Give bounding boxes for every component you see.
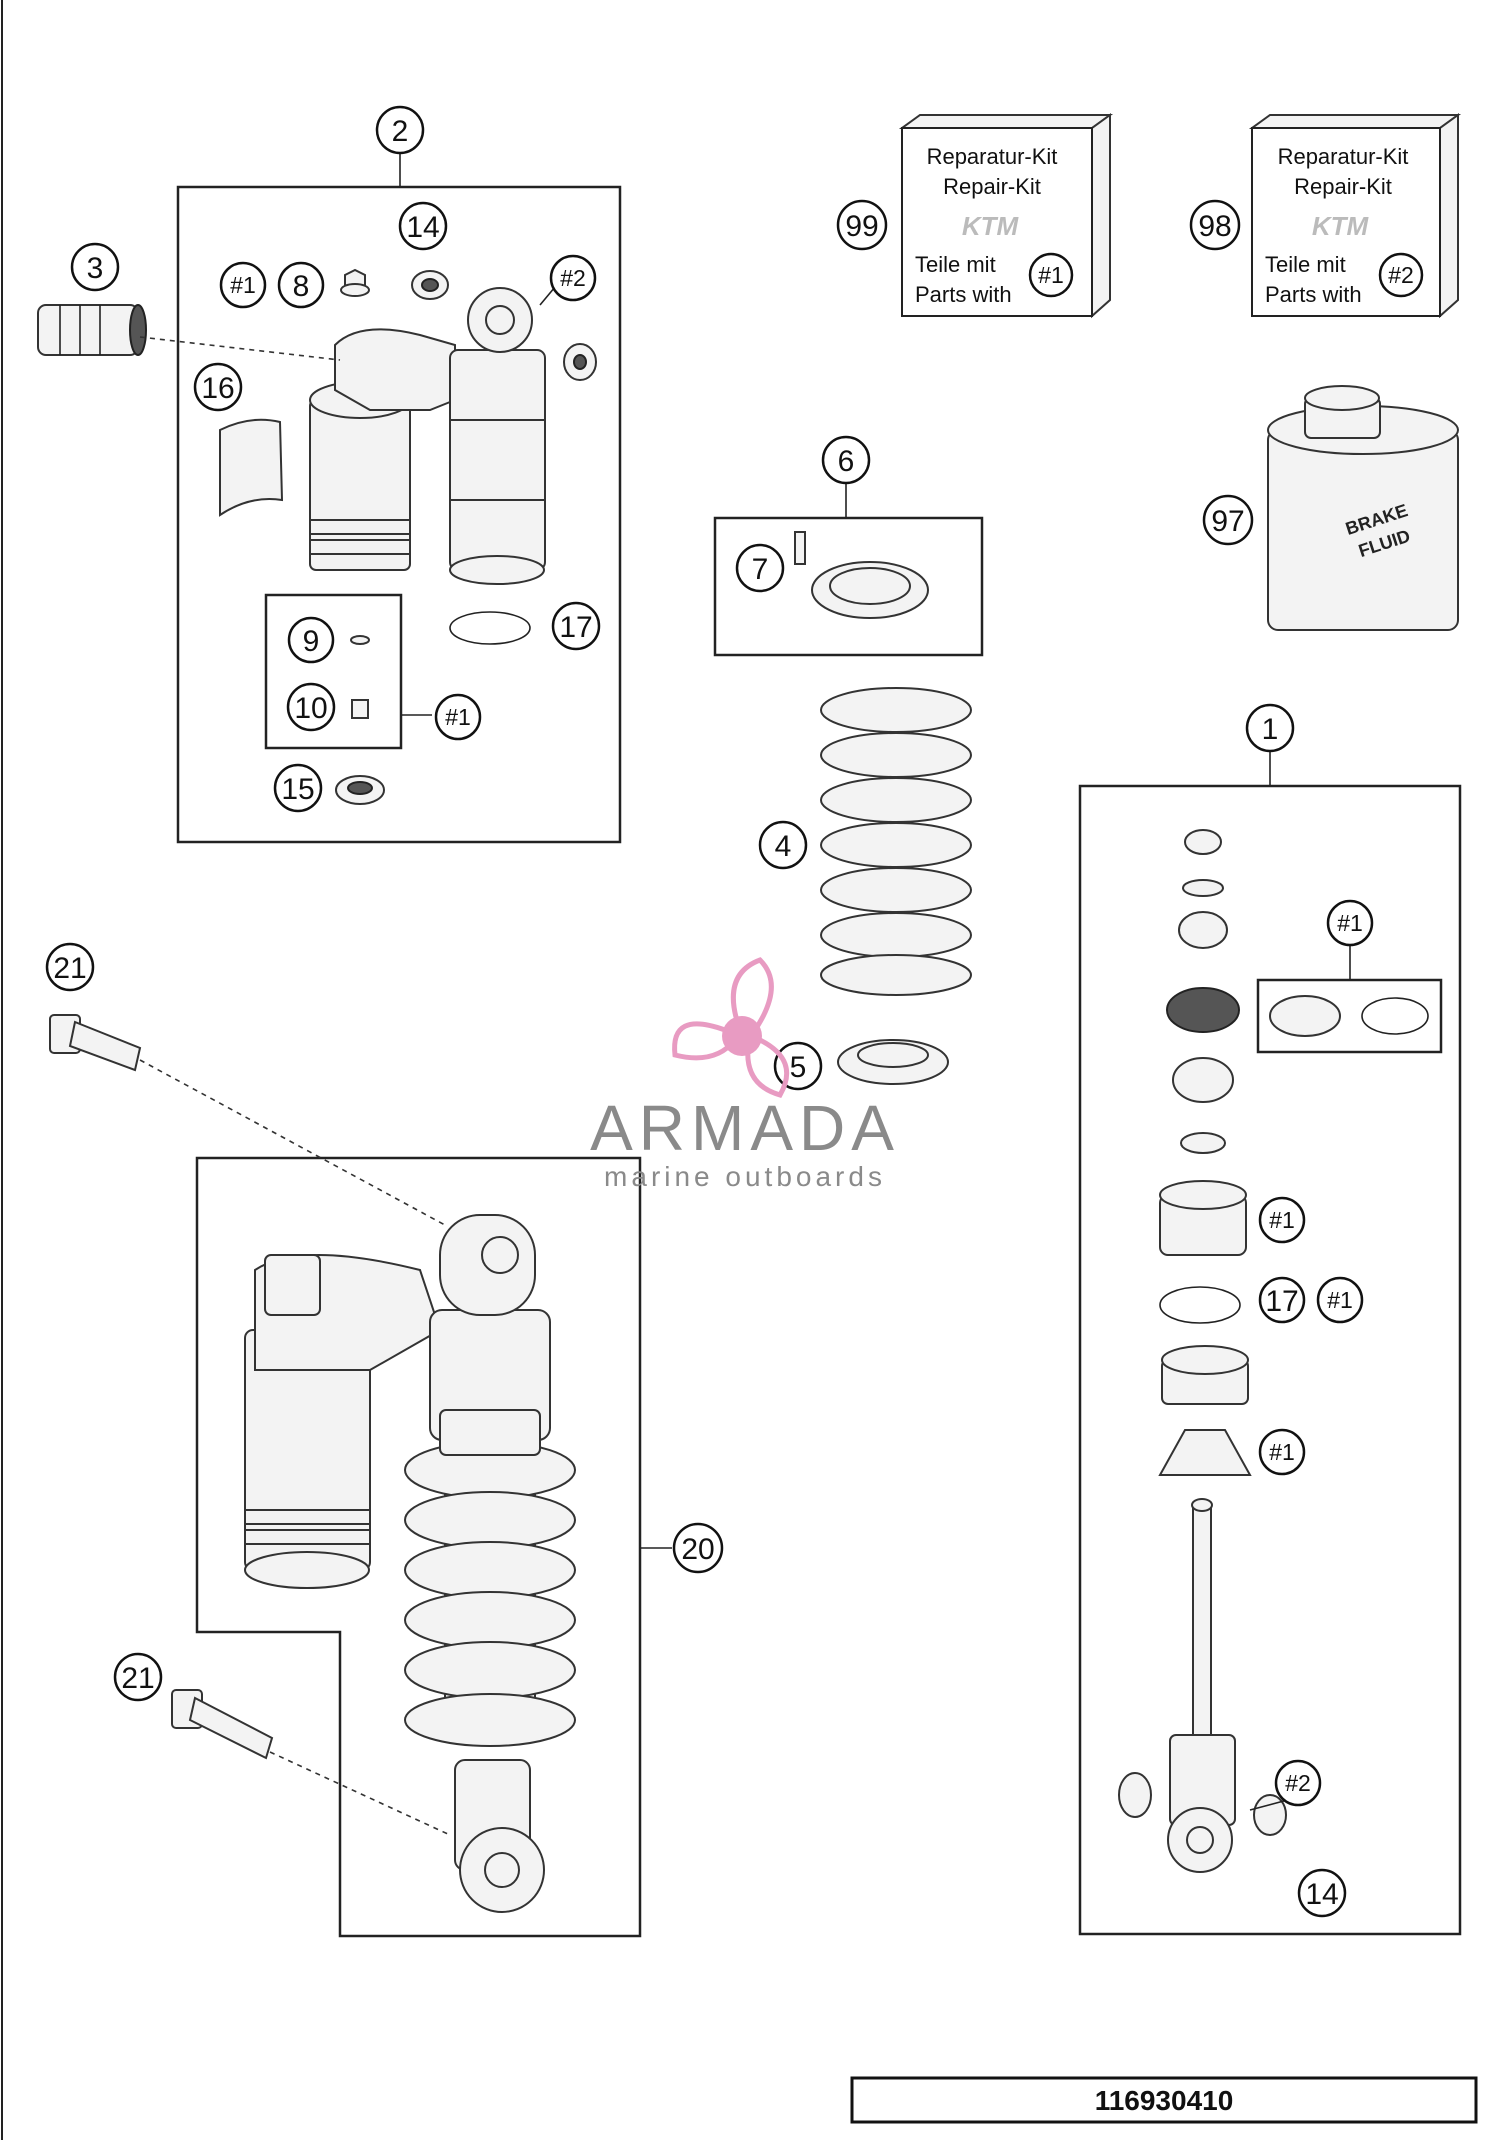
svg-text:Reparatur-Kit: Reparatur-Kit	[927, 144, 1058, 169]
callout-7: 7	[735, 543, 785, 593]
svg-text:#1: #1	[230, 272, 256, 298]
callout-21-bottom: 21	[113, 1652, 163, 1702]
svg-text:6: 6	[838, 445, 855, 478]
svg-text:15: 15	[281, 773, 314, 806]
callout-kit1-g1: #1	[1326, 899, 1374, 947]
part-number: 116930410	[1095, 2085, 1234, 2116]
callout-8: 8	[277, 261, 325, 309]
svg-text:#2: #2	[560, 265, 586, 291]
svg-text:marine outboards: marine outboards	[604, 1161, 886, 1192]
svg-text:KTM: KTM	[962, 211, 1020, 241]
svg-text:#1: #1	[1269, 1207, 1295, 1233]
svg-text:ARMADA: ARMADA	[590, 1092, 900, 1164]
svg-text:21: 21	[53, 952, 86, 985]
callout-14-top: 14	[398, 201, 448, 251]
callout-99: 99	[836, 199, 888, 251]
callout-6: 6	[821, 435, 871, 485]
callout-17-g1: 17	[1258, 1276, 1306, 1324]
svg-text:97: 97	[1211, 505, 1244, 538]
group-1-frame	[1078, 750, 1462, 1936]
part-number-box: 116930410	[850, 2076, 1478, 2124]
callout-kit1: #1	[219, 261, 267, 309]
item-3-adjuster	[37, 304, 341, 361]
svg-text:#1: #1	[1038, 262, 1064, 288]
svg-text:17: 17	[559, 611, 592, 644]
svg-text:20: 20	[681, 1533, 714, 1566]
svg-text:#1: #1	[445, 704, 471, 730]
svg-text:Teile mit: Teile mit	[915, 252, 996, 277]
svg-text:#1: #1	[1269, 1439, 1295, 1465]
svg-text:4: 4	[775, 830, 792, 863]
svg-text:#1: #1	[1327, 1287, 1353, 1313]
callout-14-bottom: 14	[1297, 1868, 1347, 1918]
svg-text:17: 17	[1265, 1285, 1298, 1318]
complete-shock-illustration	[244, 1214, 576, 1913]
callout-2: 2	[375, 105, 425, 155]
brake-fluid-can	[1267, 385, 1459, 631]
svg-text:14: 14	[406, 211, 439, 244]
callout-16: 16	[193, 362, 243, 412]
svg-text:KTM: KTM	[1312, 211, 1370, 241]
callout-1: 1	[1245, 703, 1295, 753]
svg-text:Reparatur-Kit: Reparatur-Kit	[1278, 144, 1409, 169]
group-2-subframe	[264, 593, 403, 750]
armada-watermark: ARMADA marine outboards	[590, 957, 900, 1192]
callout-98: 98	[1189, 199, 1241, 251]
svg-text:16: 16	[201, 372, 234, 405]
repair-kit-98-label: Reparatur-Kit Repair-Kit KTM Teile mit P…	[1265, 144, 1424, 307]
item-5-spring-seat	[837, 1039, 949, 1085]
bolt-lower-21	[171, 1689, 451, 1836]
svg-text:99: 99	[845, 210, 878, 243]
svg-text:9: 9	[303, 625, 320, 658]
repair-kit-99-box	[898, 113, 1114, 319]
callout-kit2-top: #2	[549, 254, 597, 302]
svg-text:Repair-Kit: Repair-Kit	[1294, 174, 1392, 199]
callout-17-top: 17	[551, 601, 601, 651]
callout-10: 10	[286, 682, 336, 732]
svg-text:10: 10	[294, 692, 327, 725]
callout-kit1-sub: #1	[434, 693, 482, 741]
svg-text:7: 7	[752, 553, 769, 586]
callout-4: 4	[758, 820, 808, 870]
callout-kit2-eye: #2	[1274, 1759, 1322, 1807]
svg-text:Parts with: Parts with	[915, 282, 1012, 307]
svg-text:21: 21	[121, 1662, 154, 1695]
callout-15: 15	[273, 763, 323, 813]
reservoir-head-illustration	[309, 287, 546, 585]
propeller-logo-icon	[672, 957, 790, 1098]
group-1-valve-stack	[1118, 829, 1287, 1873]
callout-20: 20	[672, 1522, 724, 1574]
group-2-small-parts	[219, 268, 597, 805]
svg-text:#2: #2	[1285, 1770, 1311, 1796]
callout-kit1-piston: #1	[1258, 1196, 1306, 1244]
callout-3: 3	[70, 242, 120, 292]
bolt-upper-21	[49, 1014, 446, 1226]
svg-text:2: 2	[392, 115, 409, 148]
svg-text:#2: #2	[1388, 262, 1414, 288]
group-6-frame	[713, 483, 984, 657]
callout-kit1-17: #1	[1316, 1276, 1364, 1324]
svg-text:Teile mit: Teile mit	[1265, 252, 1346, 277]
callout-9: 9	[287, 616, 335, 664]
svg-text:Repair-Kit: Repair-Kit	[943, 174, 1041, 199]
svg-text:14: 14	[1305, 1878, 1338, 1911]
svg-text:#1: #1	[1337, 910, 1363, 936]
callout-21-top: 21	[45, 942, 95, 992]
svg-text:1: 1	[1262, 713, 1279, 746]
group-2-frame	[176, 153, 622, 844]
callout-kit1-bumper: #1	[1258, 1428, 1306, 1476]
svg-text:3: 3	[87, 252, 104, 285]
item-4-spring	[820, 687, 972, 996]
svg-text:98: 98	[1198, 210, 1231, 243]
callout-97: 97	[1202, 494, 1254, 546]
callout-5: 5	[773, 1041, 823, 1091]
svg-text:Parts with: Parts with	[1265, 282, 1362, 307]
svg-text:8: 8	[293, 270, 310, 303]
group-20-frame	[195, 1156, 672, 1938]
repair-kit-99-label: Reparatur-Kit Repair-Kit KTM Teile mit P…	[915, 144, 1074, 307]
svg-text:5: 5	[790, 1051, 807, 1084]
